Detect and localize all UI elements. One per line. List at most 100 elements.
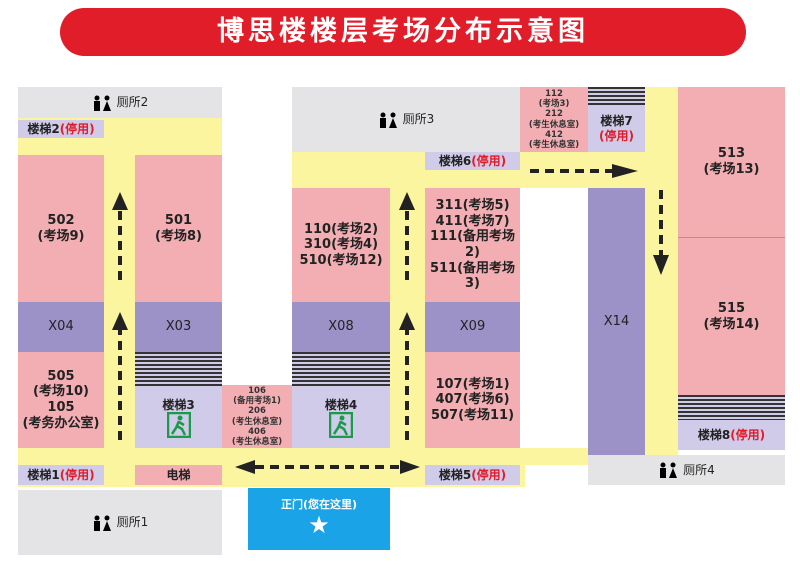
room-exam: (考场8) — [155, 228, 202, 244]
arrow-head-icon — [399, 312, 415, 330]
stairs-label: 楼梯5 — [438, 467, 472, 482]
arrow-head-icon — [112, 192, 128, 210]
room-112: 112(考场3)212(考生休息室)412(考生休息室) — [520, 87, 588, 152]
toilet-icon — [93, 95, 111, 111]
room-line: 107(考场1) — [435, 376, 510, 392]
room-x09: X09 — [425, 302, 520, 352]
room-line: (考场3) — [538, 99, 570, 110]
elevator: 电梯 — [135, 465, 222, 485]
room-501: 501(考场8) — [135, 155, 222, 302]
stairs-7: 楼梯7(停用) — [588, 105, 645, 152]
corridor — [18, 448, 590, 465]
stairs-steps — [135, 352, 222, 388]
room-exam: (考场10) — [33, 384, 89, 400]
room-label: X03 — [165, 319, 192, 335]
room-line: (考生休息室) — [231, 416, 283, 427]
room-x08: X08 — [292, 302, 390, 352]
room-x14: X14 — [588, 188, 645, 455]
stairs-5: 楼梯5(停用) — [425, 465, 520, 485]
room-line: (考生休息室) — [528, 119, 580, 130]
toilet-2: 厕所2 — [18, 87, 222, 118]
room-107: 107(考场1)407(考场6)507(考场11) — [425, 352, 520, 448]
stairs-steps — [588, 87, 645, 105]
stairs-status: (停用) — [471, 467, 507, 482]
stairs-status: (停用) — [599, 128, 634, 143]
room-513: 513(考场13) — [678, 87, 785, 238]
room-exam: (考务办公室) — [22, 415, 100, 431]
elevator-label: 电梯 — [166, 467, 191, 482]
room-label: X09 — [459, 319, 486, 335]
toilet-label: 厕所4 — [683, 462, 715, 477]
room-line: 411(考场7) — [435, 213, 510, 229]
room-505: 505(考场10)105(考务办公室) — [18, 352, 104, 448]
room-exam: (考场9) — [37, 228, 85, 244]
title-banner: 博思楼楼层考场分布示意图 — [60, 8, 746, 56]
stairs-1: 楼梯1(停用) — [18, 465, 104, 485]
stairs-steps — [678, 395, 785, 420]
room-number: 501 — [164, 212, 193, 228]
toilet-icon — [93, 515, 111, 531]
entrance-label: 正门(您在这里) — [280, 498, 358, 511]
stairs-status: (停用) — [730, 427, 766, 442]
room-line: 110(考场2) — [303, 221, 379, 237]
room-line: 106 — [248, 385, 266, 396]
room-line: (考生休息室) — [231, 436, 283, 447]
room-line: 212 — [545, 109, 563, 120]
room-311: 311(考场5)411(考场7)111(备用考场2)511(备用考场3) — [425, 188, 520, 302]
room-label: X08 — [328, 319, 354, 335]
room-line: 112 — [545, 88, 563, 99]
stairs-status: (停用) — [471, 153, 507, 168]
stairs-label: 楼梯7 — [600, 114, 633, 129]
room-x03: X03 — [135, 302, 222, 352]
toilet-label: 厕所3 — [402, 112, 435, 127]
star-icon: ★ — [308, 511, 330, 540]
room-line: 507(考场11) — [430, 407, 515, 423]
stairs-6: 楼梯6(停用) — [425, 152, 520, 170]
room-515: 515(考场14) — [678, 238, 785, 395]
arrow-head-icon — [612, 164, 638, 178]
arrow-head-icon — [653, 255, 669, 275]
stairs-label: 楼梯2 — [27, 121, 60, 136]
toilet-label: 厕所1 — [116, 515, 149, 530]
room-exam: (考场13) — [703, 162, 760, 177]
stairs-status: (停用) — [59, 467, 95, 482]
toilet-3: 厕所3 — [292, 87, 520, 152]
room-line: 111(备用考场2) — [429, 229, 516, 260]
stairs-label: 楼梯4 — [324, 397, 358, 412]
page-title: 博思楼楼层考场分布示意图 — [217, 15, 589, 47]
toilet-4: 厕所4 — [588, 455, 785, 485]
room-line: 310(考场4) — [303, 237, 379, 253]
room-line: (考生休息室) — [528, 139, 580, 150]
room-line: (备用考场1) — [233, 396, 281, 407]
room-label: X14 — [603, 313, 630, 329]
exit-icon — [166, 412, 191, 439]
room-number: 505 — [47, 368, 75, 384]
room-number: 502 — [47, 212, 75, 228]
room-number: 513 — [717, 146, 746, 162]
stairs-2: 楼梯2(停用) — [18, 120, 104, 138]
main-entrance: 正门(您在这里)★ — [248, 488, 390, 550]
room-line: 511(备用考场3) — [429, 260, 516, 292]
stairs-label: 楼梯3 — [162, 397, 195, 412]
room-line: 406 — [248, 426, 266, 437]
stairs-label: 楼梯6 — [438, 153, 472, 168]
toilet-icon — [660, 462, 678, 478]
room-106: 106(备用考场1)206(考生休息室)406(考生休息室) — [222, 385, 292, 448]
stairs-8: 楼梯8(停用) — [678, 420, 785, 450]
stairs-steps — [292, 352, 390, 388]
room-exam: (考场14) — [703, 316, 760, 332]
stairs-status: (停用) — [59, 121, 95, 136]
room-110: 110(考场2)310(考场4)510(考场12) — [292, 188, 390, 302]
exit-icon — [329, 412, 353, 439]
arrow-head-icon — [399, 192, 415, 210]
room-label: X04 — [48, 319, 74, 335]
arrow-head-icon — [235, 460, 255, 474]
room-line: 311(考场5) — [435, 198, 510, 214]
room-line: 510(考场12) — [299, 252, 383, 268]
toilet-icon — [379, 112, 397, 128]
room-number: 105 — [47, 400, 75, 415]
stairs-label: 楼梯8 — [697, 427, 731, 442]
room-number: 515 — [717, 300, 746, 316]
toilet-label: 厕所2 — [116, 95, 149, 110]
